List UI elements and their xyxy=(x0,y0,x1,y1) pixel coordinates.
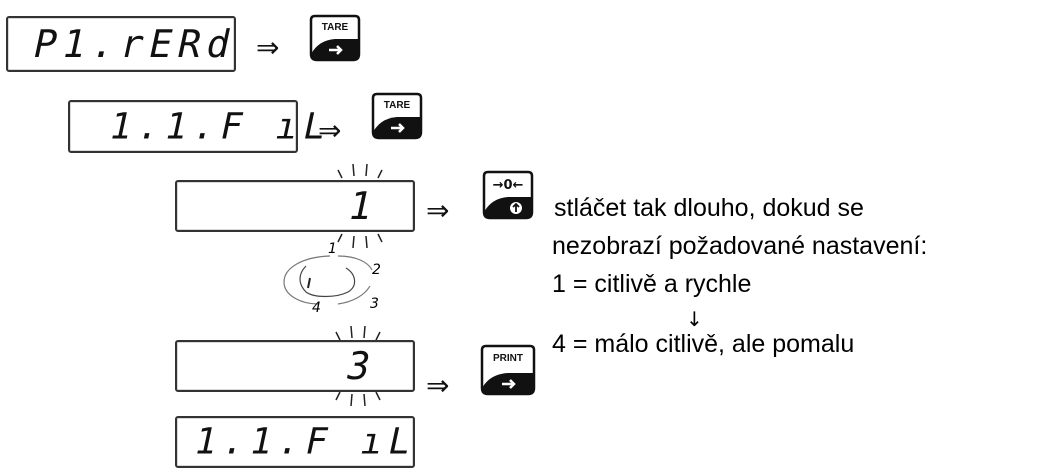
zero-key[interactable]: →0← xyxy=(480,170,536,220)
cycle-label-3: 3 xyxy=(370,296,379,312)
blink-marks-bottom xyxy=(328,388,388,410)
display-filter-menu-return: 1.1.F ıL xyxy=(175,416,421,468)
down-arrow-icon: ↓ xyxy=(686,307,703,331)
cycle-label-1: 1 xyxy=(328,241,337,257)
instruction-line-3: 1 = citlivě a rychle xyxy=(552,270,752,298)
tare-key-label: TARE xyxy=(384,100,411,111)
print-key[interactable]: PRINT xyxy=(478,344,538,396)
display-filter-menu: 1.1.F ıL xyxy=(68,100,336,153)
display-value-3-digit: 3 xyxy=(342,344,381,388)
instruction-line-1: stláčet tak dlouho, dokud se xyxy=(554,194,864,222)
zero-key-label: →0← xyxy=(493,178,524,193)
arrow-icon: ⇒ xyxy=(256,31,280,64)
tare-key-label: TARE xyxy=(322,22,349,33)
cycle-label-4: 4 xyxy=(312,300,321,316)
arrow-icon: ⇒ xyxy=(426,194,450,227)
instruction-line-4: 4 = málo citlivě, ale pomalu xyxy=(552,330,855,358)
tare-key-icon: TARE xyxy=(309,14,361,62)
tare-key-icon: TARE xyxy=(371,92,423,140)
display-p1-read-text: P1.rERd xyxy=(29,22,241,66)
instruction-line-2: nezobrazí požadované nastavení: xyxy=(552,232,928,260)
display-p1-read: P1.rERd xyxy=(6,16,241,72)
cycle-label-2: 2 xyxy=(372,262,381,278)
arrow-icon: ⇒ xyxy=(318,114,342,147)
arrow-icon: ⇒ xyxy=(426,369,450,402)
print-key-icon: PRINT xyxy=(480,344,536,396)
display-filter-menu-text: 1.1.F ıL xyxy=(105,106,336,147)
display-filter-menu-return-text: 1.1.F ıL xyxy=(190,421,421,463)
print-key-label: PRINT xyxy=(493,353,523,364)
display-value-3: 3 xyxy=(175,340,415,392)
display-value-1-digit: 1 xyxy=(344,184,383,228)
blink-marks-top xyxy=(328,322,388,344)
zero-key-icon: →0← xyxy=(482,170,534,220)
cycle-diagram: 1 2 3 4 xyxy=(272,240,392,322)
blink-marks-top xyxy=(330,160,390,182)
blink-marks-bottom xyxy=(330,230,390,252)
tare-key[interactable]: TARE xyxy=(369,92,425,140)
tare-key[interactable]: TARE xyxy=(307,14,363,62)
display-value-1: 1 xyxy=(175,180,415,232)
